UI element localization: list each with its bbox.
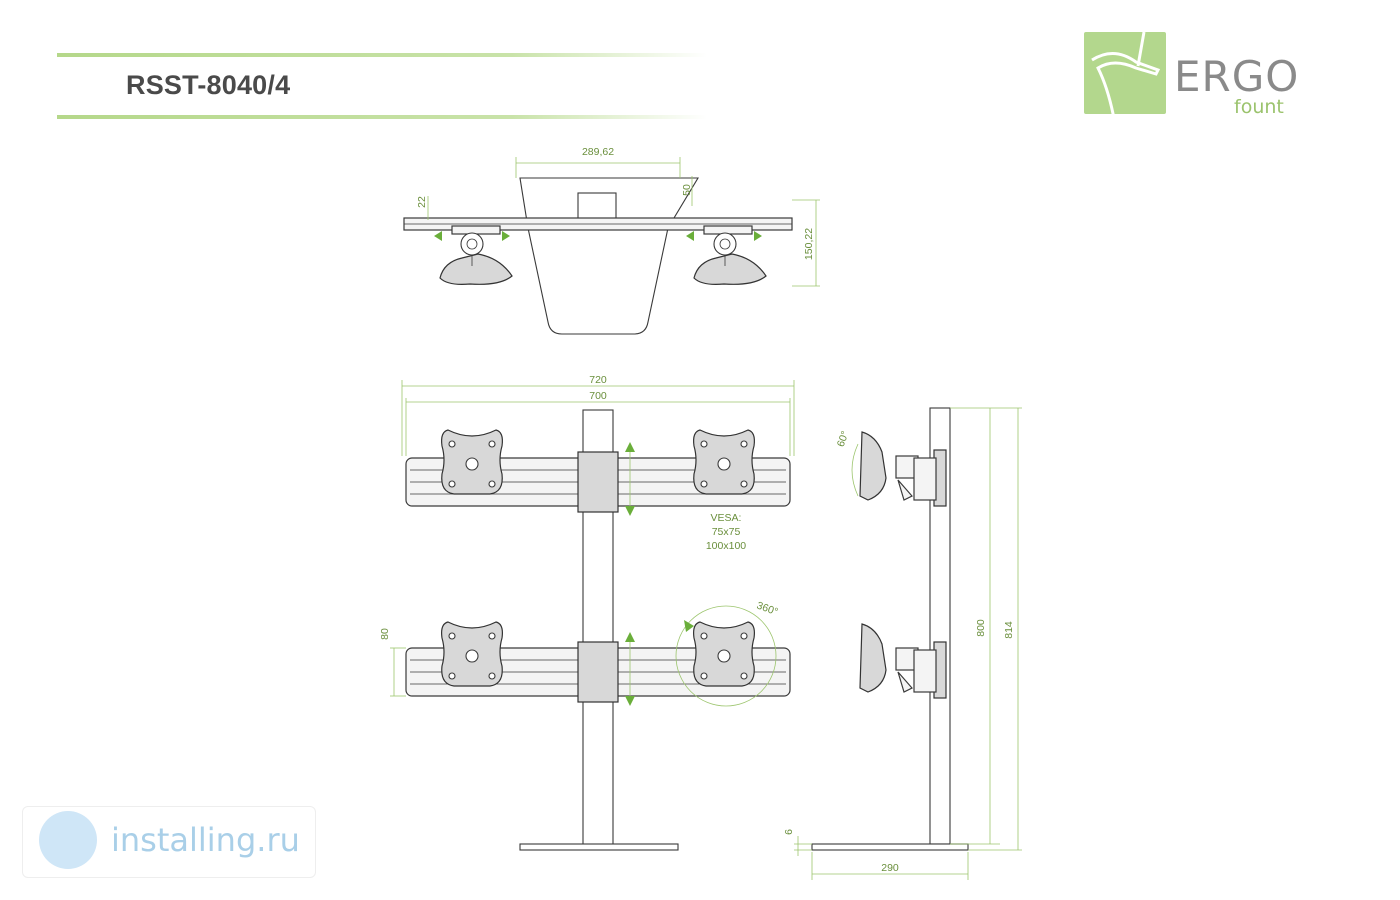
arrow-left-icon	[434, 231, 442, 241]
arrow-right-icon	[502, 231, 510, 241]
rotation-circle	[675, 605, 777, 707]
rotation-arrow-icon	[684, 620, 694, 632]
dim-base-depth: 290	[881, 862, 899, 874]
front-view-base	[519, 843, 679, 851]
vesa-size-75: 75x75	[712, 526, 741, 538]
logo-subtitle: fount	[1234, 96, 1284, 118]
dim-top-rail-height: 22	[416, 196, 428, 208]
ergofount-logo: ERGO fount	[1084, 31, 1298, 132]
dim-rail-height: 80	[379, 628, 391, 640]
vesa-size-100: 100x100	[706, 540, 746, 552]
vesa-label: VESA:	[711, 512, 742, 524]
dim-top-depth: 150,22	[803, 228, 815, 260]
arrow-right-icon	[754, 231, 762, 241]
top-view: 289,62 50 22 150,22	[403, 146, 820, 335]
arrow-down-icon	[625, 506, 635, 516]
vesa-plate-top-left	[441, 429, 503, 495]
arrow-left-icon	[686, 231, 694, 241]
dim-top-width: 289,62	[582, 146, 614, 158]
dim-base-thickness: 6	[783, 829, 795, 835]
arrow-down-icon	[625, 696, 635, 706]
logo-mark	[1084, 31, 1166, 131]
header-top-rule	[57, 53, 707, 57]
front-view-lower-rail	[405, 641, 791, 703]
side-view-base	[811, 843, 969, 851]
top-view-right-mount	[693, 225, 767, 285]
top-view-left-mount	[439, 225, 513, 285]
side-view-lower-mount	[859, 623, 947, 699]
logo-brand: ERGO	[1174, 52, 1300, 101]
side-view-upper-mount	[859, 431, 947, 507]
dim-tilt: 60°	[835, 429, 852, 448]
dim-rotation: 360°	[755, 600, 780, 619]
vesa-plate-bottom-right	[693, 621, 755, 687]
top-view-clamp	[577, 192, 617, 220]
dim-top-offset: 50	[681, 184, 693, 196]
watermark-logo-icon	[39, 811, 97, 869]
vesa-plate-top-right	[693, 429, 755, 495]
front-view: 360° 720 700 80 VESA: 75x75 100x100	[379, 374, 795, 851]
page-title: RSST-8040/4	[126, 70, 291, 100]
arrow-up-icon	[625, 632, 635, 642]
side-view: 60° 800 814 6 290	[783, 407, 1022, 880]
watermark: installing.ru	[22, 806, 316, 878]
arrow-up-icon	[625, 442, 635, 452]
dim-inner-width: 700	[589, 390, 607, 402]
logo-swoosh-icon	[1091, 31, 1161, 131]
dim-height-total: 814	[1003, 621, 1015, 639]
watermark-text: installing.ru	[111, 821, 300, 859]
tilt-arc	[851, 443, 859, 497]
vesa-plate-bottom-left	[441, 621, 503, 687]
dim-height-inner: 800	[975, 619, 987, 637]
top-view-base-plate	[519, 177, 699, 335]
dim-overall-width: 720	[589, 374, 607, 386]
header-bottom-rule	[57, 115, 707, 119]
